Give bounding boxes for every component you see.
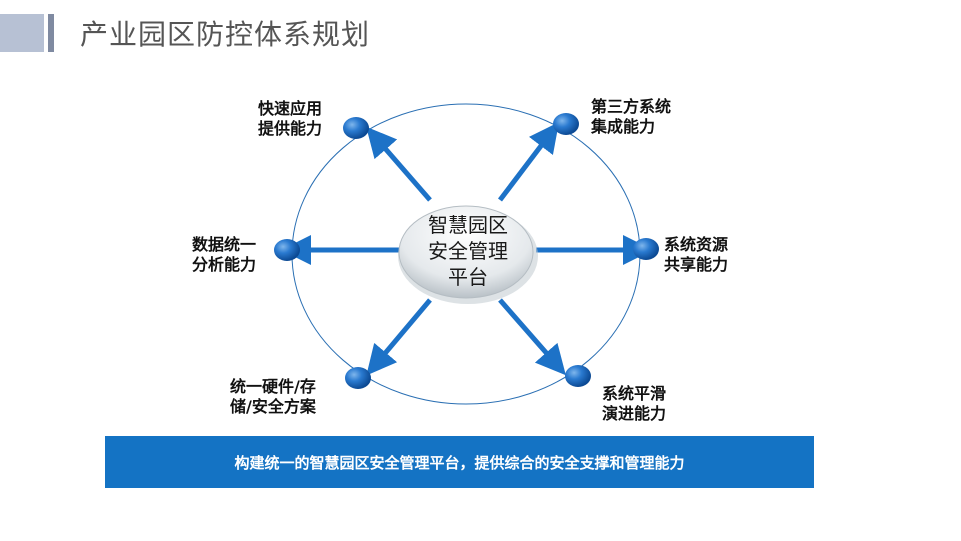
node-label-top-left: 快速应用 提供能力 [258,99,322,139]
node-label-left: 数据统一 分析能力 [192,235,256,275]
center-line-2: 安全管理 [428,239,508,263]
node-label-top-right: 第三方系统 集成能力 [591,97,671,137]
summary-banner: 构建统一的智慧园区安全管理平台，提供综合的安全支撑和管理能力 [105,436,814,488]
center-disc [398,205,534,299]
node-balls [274,113,659,389]
node-label-line: 分析能力 [192,255,257,274]
page-title: 产业园区防控体系规划 [80,18,371,51]
arrow-top-right [498,122,560,202]
node-ball-bottom-left [345,367,371,389]
center-platform-label: 智慧园区 安全管理 平台 [400,212,536,290]
node-label-line: 演进能力 [602,404,667,423]
node-label-bottom-right: 系统平滑 演进能力 [602,384,666,424]
node-label-bottom-left: 统一硬件/存 储/安全方案 [230,377,316,417]
node-ball-top-right [553,113,579,135]
node-label-line: 快速应用 [258,99,323,118]
arrow-top-left [366,126,432,202]
node-ball-bottom-right [565,365,591,387]
node-label-line: 提供能力 [258,119,323,138]
summary-banner-text: 构建统一的智慧园区安全管理平台，提供综合的安全支撑和管理能力 [234,453,685,472]
node-label-line: 共享能力 [664,255,729,274]
title-accent-line [48,14,54,52]
node-label-line: 统一硬件/存 [230,377,316,396]
arrow-bottom-right [498,298,566,376]
node-ball-right [633,238,659,260]
node-label-right: 系统资源 共享能力 [664,235,728,275]
arrows [281,122,653,376]
center-line-3: 平台 [448,265,488,289]
title-accent-block [0,14,44,52]
node-ball-top-left [343,117,369,139]
center-line-1: 智慧园区 [428,213,508,237]
node-label-line: 集成能力 [591,117,656,136]
node-label-line: 第三方系统 [591,97,672,116]
node-label-line: 数据统一 [192,235,257,254]
node-label-line: 系统资源 [664,235,729,254]
node-ball-left [274,239,300,261]
node-label-line: 系统平滑 [602,384,667,403]
node-label-line: 储/安全方案 [230,397,316,416]
arrow-bottom-left [366,298,432,376]
